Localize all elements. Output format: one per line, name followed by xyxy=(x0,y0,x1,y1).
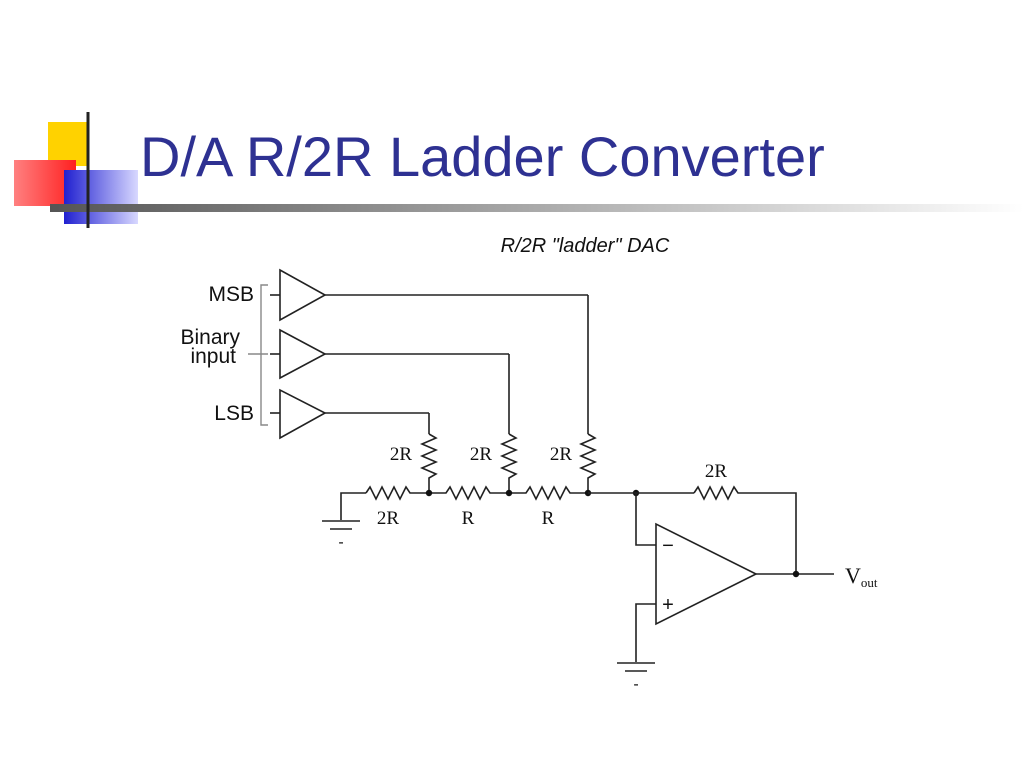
resistor-2r-feedback xyxy=(693,485,797,574)
diagram-caption: R/2R "ladder" DAC xyxy=(501,235,670,257)
binary-input-label-line2: input xyxy=(190,345,236,368)
label-2r-vertical-msb: 2R xyxy=(550,444,573,465)
output-label: Vout xyxy=(845,563,878,590)
output-label-v: V xyxy=(845,563,861,588)
ground-symbol-ladder: - xyxy=(322,520,360,551)
yellow-square xyxy=(48,122,88,166)
label-2r-ground-leg: 2R xyxy=(377,508,400,529)
label-r-series-2: R xyxy=(542,508,555,529)
resistor-r-series-2 xyxy=(509,485,588,501)
resistor-2r-ground-leg xyxy=(365,485,429,501)
resistor-2r-vertical-msb xyxy=(578,433,598,493)
buffer-msb xyxy=(270,268,588,322)
resistor-2r-vertical-mid xyxy=(499,433,519,493)
label-2r-vertical-mid: 2R xyxy=(470,444,493,465)
page-title: D/A R/2R Ladder Converter xyxy=(140,125,825,188)
ground-opamp-minus: - xyxy=(633,676,638,693)
label-2r-vertical-lsb: 2R xyxy=(390,444,413,465)
buffer-middle xyxy=(270,328,509,380)
label-r-series-1: R xyxy=(462,508,475,529)
ground-leg-wire xyxy=(340,492,366,520)
blue-square xyxy=(64,170,138,224)
wire-inverting-input xyxy=(635,493,656,546)
buffer-lsb xyxy=(270,388,429,440)
ground-symbol-opamp: - xyxy=(617,662,655,693)
title-rule xyxy=(50,204,1024,212)
msb-label: MSB xyxy=(208,283,254,306)
wire-noninverting-to-ground xyxy=(635,603,656,662)
resistor-r-series-1 xyxy=(429,485,509,501)
junction-lsb xyxy=(425,489,433,497)
ground-ladder-minus: - xyxy=(338,534,343,551)
opamp-plus-sign: + xyxy=(662,594,674,616)
opamp-minus-sign: − xyxy=(662,535,674,557)
label-2r-feedback: 2R xyxy=(705,461,728,482)
junction-mid xyxy=(505,489,513,497)
junction-output xyxy=(792,570,800,578)
output-label-subscript: out xyxy=(861,575,878,590)
lsb-label: LSB xyxy=(214,402,254,425)
input-bracket xyxy=(248,284,268,426)
opamp xyxy=(655,522,758,626)
binary-input-label-line1: Binary xyxy=(180,326,240,349)
resistor-2r-vertical-lsb xyxy=(419,433,439,493)
